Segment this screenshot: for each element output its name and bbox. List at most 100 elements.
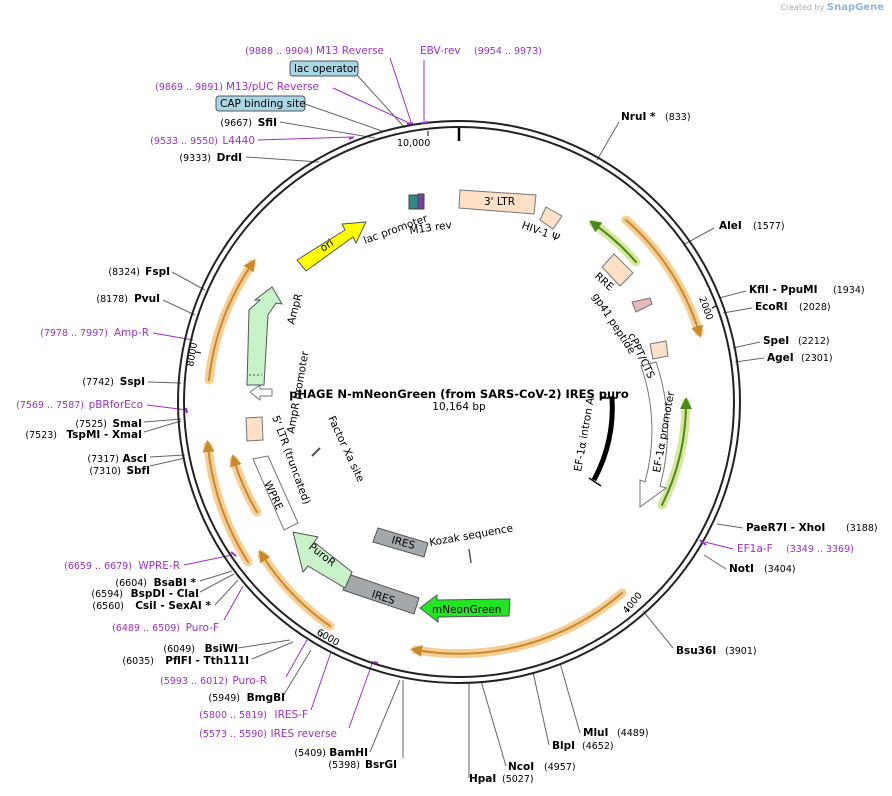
site-nrui[interactable]: NruI * — [621, 111, 656, 123]
primer-purof[interactable]: Puro-F — [186, 622, 219, 634]
arc-arrow-green-1 — [589, 220, 637, 263]
site-mlui[interactable]: MluI — [583, 727, 608, 739]
feature-ori[interactable] — [296, 221, 367, 272]
leader-pvui — [162, 299, 196, 316]
backbone-outer — [177, 120, 741, 684]
site-xhoi[interactable]: PaeR7I - XhoI — [746, 522, 825, 534]
site-sspi[interactable]: SspI — [120, 376, 145, 388]
feature-ires-upper[interactable] — [372, 527, 429, 558]
site-pflfi[interactable]: PflFI - Tth111I — [165, 655, 249, 667]
feature-hiv1psi[interactable] — [539, 206, 563, 230]
feature-ampr-promoter[interactable] — [249, 384, 273, 402]
site-bsiwi[interactable]: BsiWI — [205, 643, 238, 655]
arc-arrow-5 — [229, 454, 258, 513]
tick-marks — [195, 131, 717, 638]
site-noti[interactable]: NotI — [729, 563, 754, 575]
site-bspdi[interactable]: BspDI - ClaI — [131, 588, 199, 600]
pl-iresrev — [348, 660, 374, 729]
primer-iresf[interactable]: IRES-F — [274, 709, 308, 721]
leader-xmai — [143, 420, 182, 433]
pm-ebv — [421, 121, 429, 124]
plasmid-length: 10,164 bp — [432, 401, 486, 413]
site-smai[interactable]: SmaI — [113, 418, 143, 430]
site-bsrgi[interactable]: BsrGI — [365, 759, 397, 771]
leader-lacop — [356, 74, 406, 129]
label-cap-binding: CAP binding site — [220, 98, 306, 110]
box-lac-operator[interactable] — [289, 60, 359, 77]
tick-6000 — [319, 632, 324, 638]
leader-sbfi — [149, 457, 186, 467]
site-sfii[interactable]: SfiI — [258, 117, 277, 129]
site-fspi-pos: (8324) — [108, 267, 140, 278]
feature-ampr[interactable] — [246, 286, 283, 386]
leader-bspdi — [199, 573, 235, 593]
primer-ebvrev[interactable]: EBV-rev — [420, 45, 461, 57]
pm-wprer — [230, 551, 237, 557]
primer-iresf-pos: (5800 .. 5819) — [199, 710, 267, 721]
site-blpi[interactable]: BlpI — [552, 740, 575, 752]
feature-5ltr[interactable] — [245, 416, 264, 442]
site-spei[interactable]: SpeI — [763, 335, 789, 347]
leader-xhoi — [716, 523, 744, 529]
site-xmai-pos: (7523) — [25, 430, 57, 441]
primer-wprer[interactable]: WPRE-R — [138, 560, 180, 572]
feature-cppt[interactable] — [649, 340, 669, 360]
primer-m13rev[interactable]: M13 Reverse — [316, 45, 384, 57]
feature-m13-box[interactable] — [417, 193, 425, 210]
feature-kozak[interactable] — [468, 548, 472, 564]
feature-ef1a-intron[interactable] — [591, 396, 615, 482]
primer-iresrev-pos: (5573 .. 5590) — [199, 729, 267, 740]
arc-glow-1 — [621, 215, 704, 337]
site-bmgbi[interactable]: BmgBI — [247, 692, 285, 704]
feature-puror[interactable] — [292, 531, 353, 589]
primer-m13rev-pos: (9888 .. 9904) — [245, 46, 313, 57]
primer-pbr[interactable]: pBRforEco — [89, 399, 143, 411]
site-alei[interactable]: AleI — [719, 220, 742, 232]
box-cap-binding[interactable] — [215, 95, 306, 112]
arc-arrow-4 — [202, 440, 249, 563]
primer-ampr[interactable]: Amp-R — [114, 327, 149, 339]
pl-ampr — [152, 332, 194, 341]
site-kfli[interactable]: KflI - PpuMI — [749, 284, 818, 296]
primer-ef1af[interactable]: EF1a-F — [737, 543, 773, 555]
site-drdi[interactable]: DrdI — [217, 152, 242, 164]
feature-wpre[interactable] — [252, 455, 299, 531]
feature-rre[interactable] — [601, 253, 634, 287]
feature-factorxa[interactable] — [311, 447, 321, 457]
pl-ef1af — [704, 541, 734, 550]
site-pvui[interactable]: PvuI — [134, 293, 160, 305]
pl-m13rev — [389, 57, 412, 123]
primer-m13puc[interactable]: M13/pUC Reverse — [226, 81, 319, 93]
pl-purof — [223, 585, 244, 621]
site-bsu36i[interactable]: Bsu36I — [676, 645, 716, 657]
site-agei-pos: (2301) — [801, 353, 833, 364]
site-bsabi[interactable]: BsaBI * — [154, 577, 197, 589]
feature-mneongreen[interactable] — [419, 593, 511, 624]
site-sbfi[interactable]: SbfI — [126, 465, 150, 477]
primer-l4440[interactable]: L4440 — [222, 135, 255, 147]
feature-ef1a-promoter[interactable] — [639, 361, 668, 508]
site-asci[interactable]: AscI — [122, 453, 147, 465]
site-csii[interactable]: CsiI - SexAI * — [135, 600, 211, 612]
leader-bamhi — [369, 679, 401, 753]
site-fspi[interactable]: FspI — [145, 266, 170, 278]
primer-puror[interactable]: Puro-R — [232, 675, 267, 687]
site-agei[interactable]: AgeI — [767, 352, 794, 364]
site-ecori[interactable]: EcoRI — [755, 301, 788, 313]
site-sbfi-pos: (7310) — [89, 466, 121, 477]
feature-gp41[interactable] — [631, 297, 653, 313]
leader-kfli — [718, 290, 747, 299]
leader-drdi — [245, 156, 320, 163]
site-ncoi[interactable]: NcoI — [508, 761, 534, 773]
site-xmai[interactable]: TspMI - XmaI — [66, 429, 142, 441]
site-hpai[interactable]: HpaI — [469, 773, 496, 785]
feature-3ltr[interactable] — [458, 189, 537, 215]
label-m13rev: M13 rev — [409, 219, 453, 237]
primer-iresrev[interactable]: IRES reverse — [271, 728, 338, 740]
leader-bsabi — [199, 570, 233, 582]
leader-ecori — [722, 307, 753, 314]
leader-spei — [732, 341, 761, 349]
feature-lac-box[interactable] — [408, 194, 419, 210]
site-bamhi[interactable]: BamHI — [329, 747, 368, 759]
